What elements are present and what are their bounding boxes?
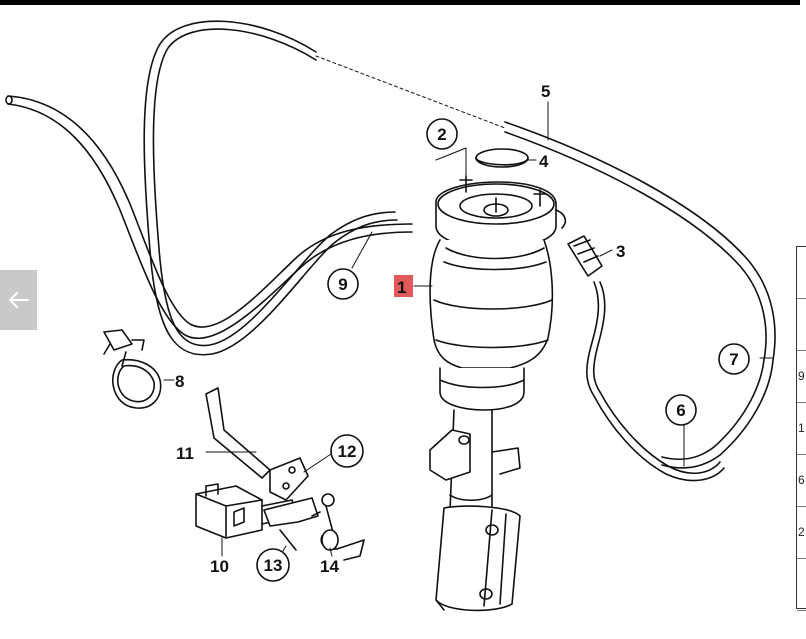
callout-4[interactable]: 4 xyxy=(539,152,549,171)
callout-4-label: 4 xyxy=(539,152,549,171)
table-cell: 6 xyxy=(798,473,805,487)
table-row: 6 xyxy=(797,455,806,507)
callout-9[interactable]: 9 xyxy=(327,268,359,300)
table-row xyxy=(797,247,806,299)
callout-10[interactable]: 10 xyxy=(210,557,229,576)
callout-1-label: 1 xyxy=(397,278,406,297)
table-row xyxy=(797,559,806,611)
joint-14 xyxy=(311,493,365,561)
callout-7-label: 7 xyxy=(729,350,738,369)
table-row: 1 xyxy=(797,403,806,455)
back-button[interactable] xyxy=(0,270,37,330)
callout-5[interactable]: 5 xyxy=(541,82,550,101)
table-cell: 9 xyxy=(798,369,805,383)
callout-6[interactable]: 6 xyxy=(665,394,697,426)
callout-6-label: 6 xyxy=(676,401,685,420)
clamp-8 xyxy=(103,329,162,409)
bracket-11 xyxy=(205,387,309,501)
hose-6 xyxy=(586,281,725,482)
callout-11-label: 11 xyxy=(176,444,194,463)
callout-2[interactable]: 2 xyxy=(426,118,458,150)
callout-12[interactable]: 12 xyxy=(330,434,364,468)
arrow-left-icon xyxy=(8,292,29,308)
callout-1-highlight xyxy=(394,275,413,297)
callout-7[interactable]: 7 xyxy=(718,343,750,375)
callout-2-label: 2 xyxy=(437,125,446,144)
table-row xyxy=(797,299,806,351)
table-cell: 2 xyxy=(798,525,805,539)
callout-14-label: 14 xyxy=(320,557,339,576)
callout-10-label: 10 xyxy=(210,557,229,576)
parts-table-edge: 9 1 6 2 xyxy=(796,246,806,611)
callout-14[interactable]: 14 xyxy=(320,557,339,576)
callout-3-label: 3 xyxy=(616,242,625,261)
sensor-10 xyxy=(195,483,299,539)
callout-1[interactable]: 1 xyxy=(394,275,413,297)
table-row: 9 xyxy=(797,351,806,403)
callout-13[interactable]: 13 xyxy=(256,548,290,582)
table-row: 2 xyxy=(797,507,806,559)
callout-12-label: 12 xyxy=(338,442,357,461)
top-bar xyxy=(0,0,800,5)
connector-3 xyxy=(567,235,603,277)
callout-8[interactable]: 8 xyxy=(175,372,184,391)
air-strut xyxy=(429,175,567,612)
callout-11[interactable]: 11 xyxy=(176,444,194,463)
callout-5-label: 5 xyxy=(541,82,550,101)
hose-9 xyxy=(5,95,413,340)
table-cell: 1 xyxy=(798,421,805,435)
callout-9-label: 9 xyxy=(338,275,347,294)
callout-13-label: 13 xyxy=(264,556,283,575)
cap-4 xyxy=(475,148,529,168)
callout-8-label: 8 xyxy=(175,372,184,391)
callout-3[interactable]: 3 xyxy=(616,242,625,261)
link-13 xyxy=(263,497,319,551)
